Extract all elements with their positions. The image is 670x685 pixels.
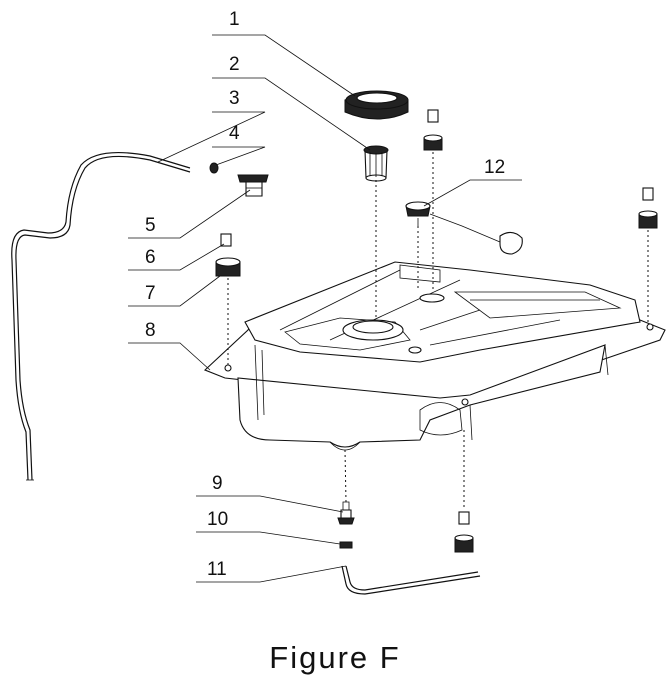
- drain-bolt: [337, 501, 355, 525]
- callout-6: 6: [145, 247, 156, 268]
- breather-hose: [11, 151, 191, 481]
- callout-2: 2: [229, 54, 240, 75]
- rubber-grommet: [215, 257, 241, 277]
- callout-11: 11: [207, 559, 227, 580]
- fuel-valve: [237, 174, 269, 197]
- callout-5: 5: [145, 215, 156, 236]
- callout-1: 1: [229, 9, 240, 30]
- callout-10: 10: [207, 509, 228, 530]
- leader-lines: [128, 34, 522, 583]
- callout-9: 9: [212, 473, 223, 494]
- fuel-tank: [203, 261, 666, 451]
- bushing: [220, 233, 232, 247]
- callout-numbers: 1 2 3 4 5 6 7 8 9 10 11 12: [145, 9, 505, 580]
- hose-clamp: [339, 541, 353, 549]
- drain-tube: [341, 565, 481, 595]
- fuel-cap: [344, 90, 409, 120]
- small-plug: [209, 162, 219, 174]
- callout-8: 8: [145, 320, 156, 341]
- callout-12: 12: [484, 157, 505, 178]
- bushing-far-right: [638, 187, 658, 229]
- bushing-bottom: [454, 511, 474, 553]
- bushing-right: [423, 109, 443, 151]
- callout-4: 4: [229, 123, 240, 144]
- filter-strainer: [363, 145, 389, 182]
- callout-3: 3: [229, 88, 240, 109]
- callout-7: 7: [145, 283, 156, 304]
- fuel-level-sender: [405, 201, 523, 255]
- figure-caption: Figure F: [269, 640, 401, 675]
- assembly-lines: [227, 152, 649, 510]
